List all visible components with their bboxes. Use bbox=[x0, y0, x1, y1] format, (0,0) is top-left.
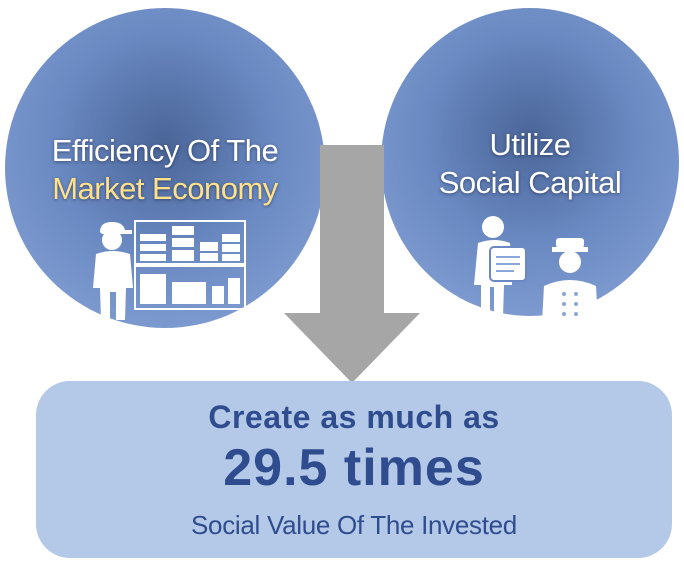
social-capital-line2: Social Capital bbox=[438, 165, 622, 200]
market-economy-line2: Market Economy bbox=[52, 171, 278, 206]
result-sub-text: Social Value Of The Invested bbox=[191, 510, 517, 540]
social-capital-line1: Utilize bbox=[489, 127, 571, 162]
worker-icon bbox=[93, 222, 133, 320]
social-capital-circle: Utilize Social Capital bbox=[381, 8, 679, 316]
guard-icon bbox=[542, 238, 598, 322]
result-lead-text: Create as much as bbox=[208, 399, 500, 435]
market-economy-title: Efficiency Of The Market Economy bbox=[5, 132, 325, 208]
warehouse-shelf-icon bbox=[134, 220, 246, 310]
result-value-text: 29.5 times bbox=[223, 439, 485, 497]
down-arrow-icon bbox=[284, 145, 420, 383]
result-box: Create as much as 29.5 times Social Valu… bbox=[36, 381, 672, 558]
market-economy-line1: Efficiency Of The bbox=[51, 133, 279, 168]
porter-icon bbox=[474, 216, 527, 317]
social-capital-title: Utilize Social Capital bbox=[381, 126, 679, 202]
